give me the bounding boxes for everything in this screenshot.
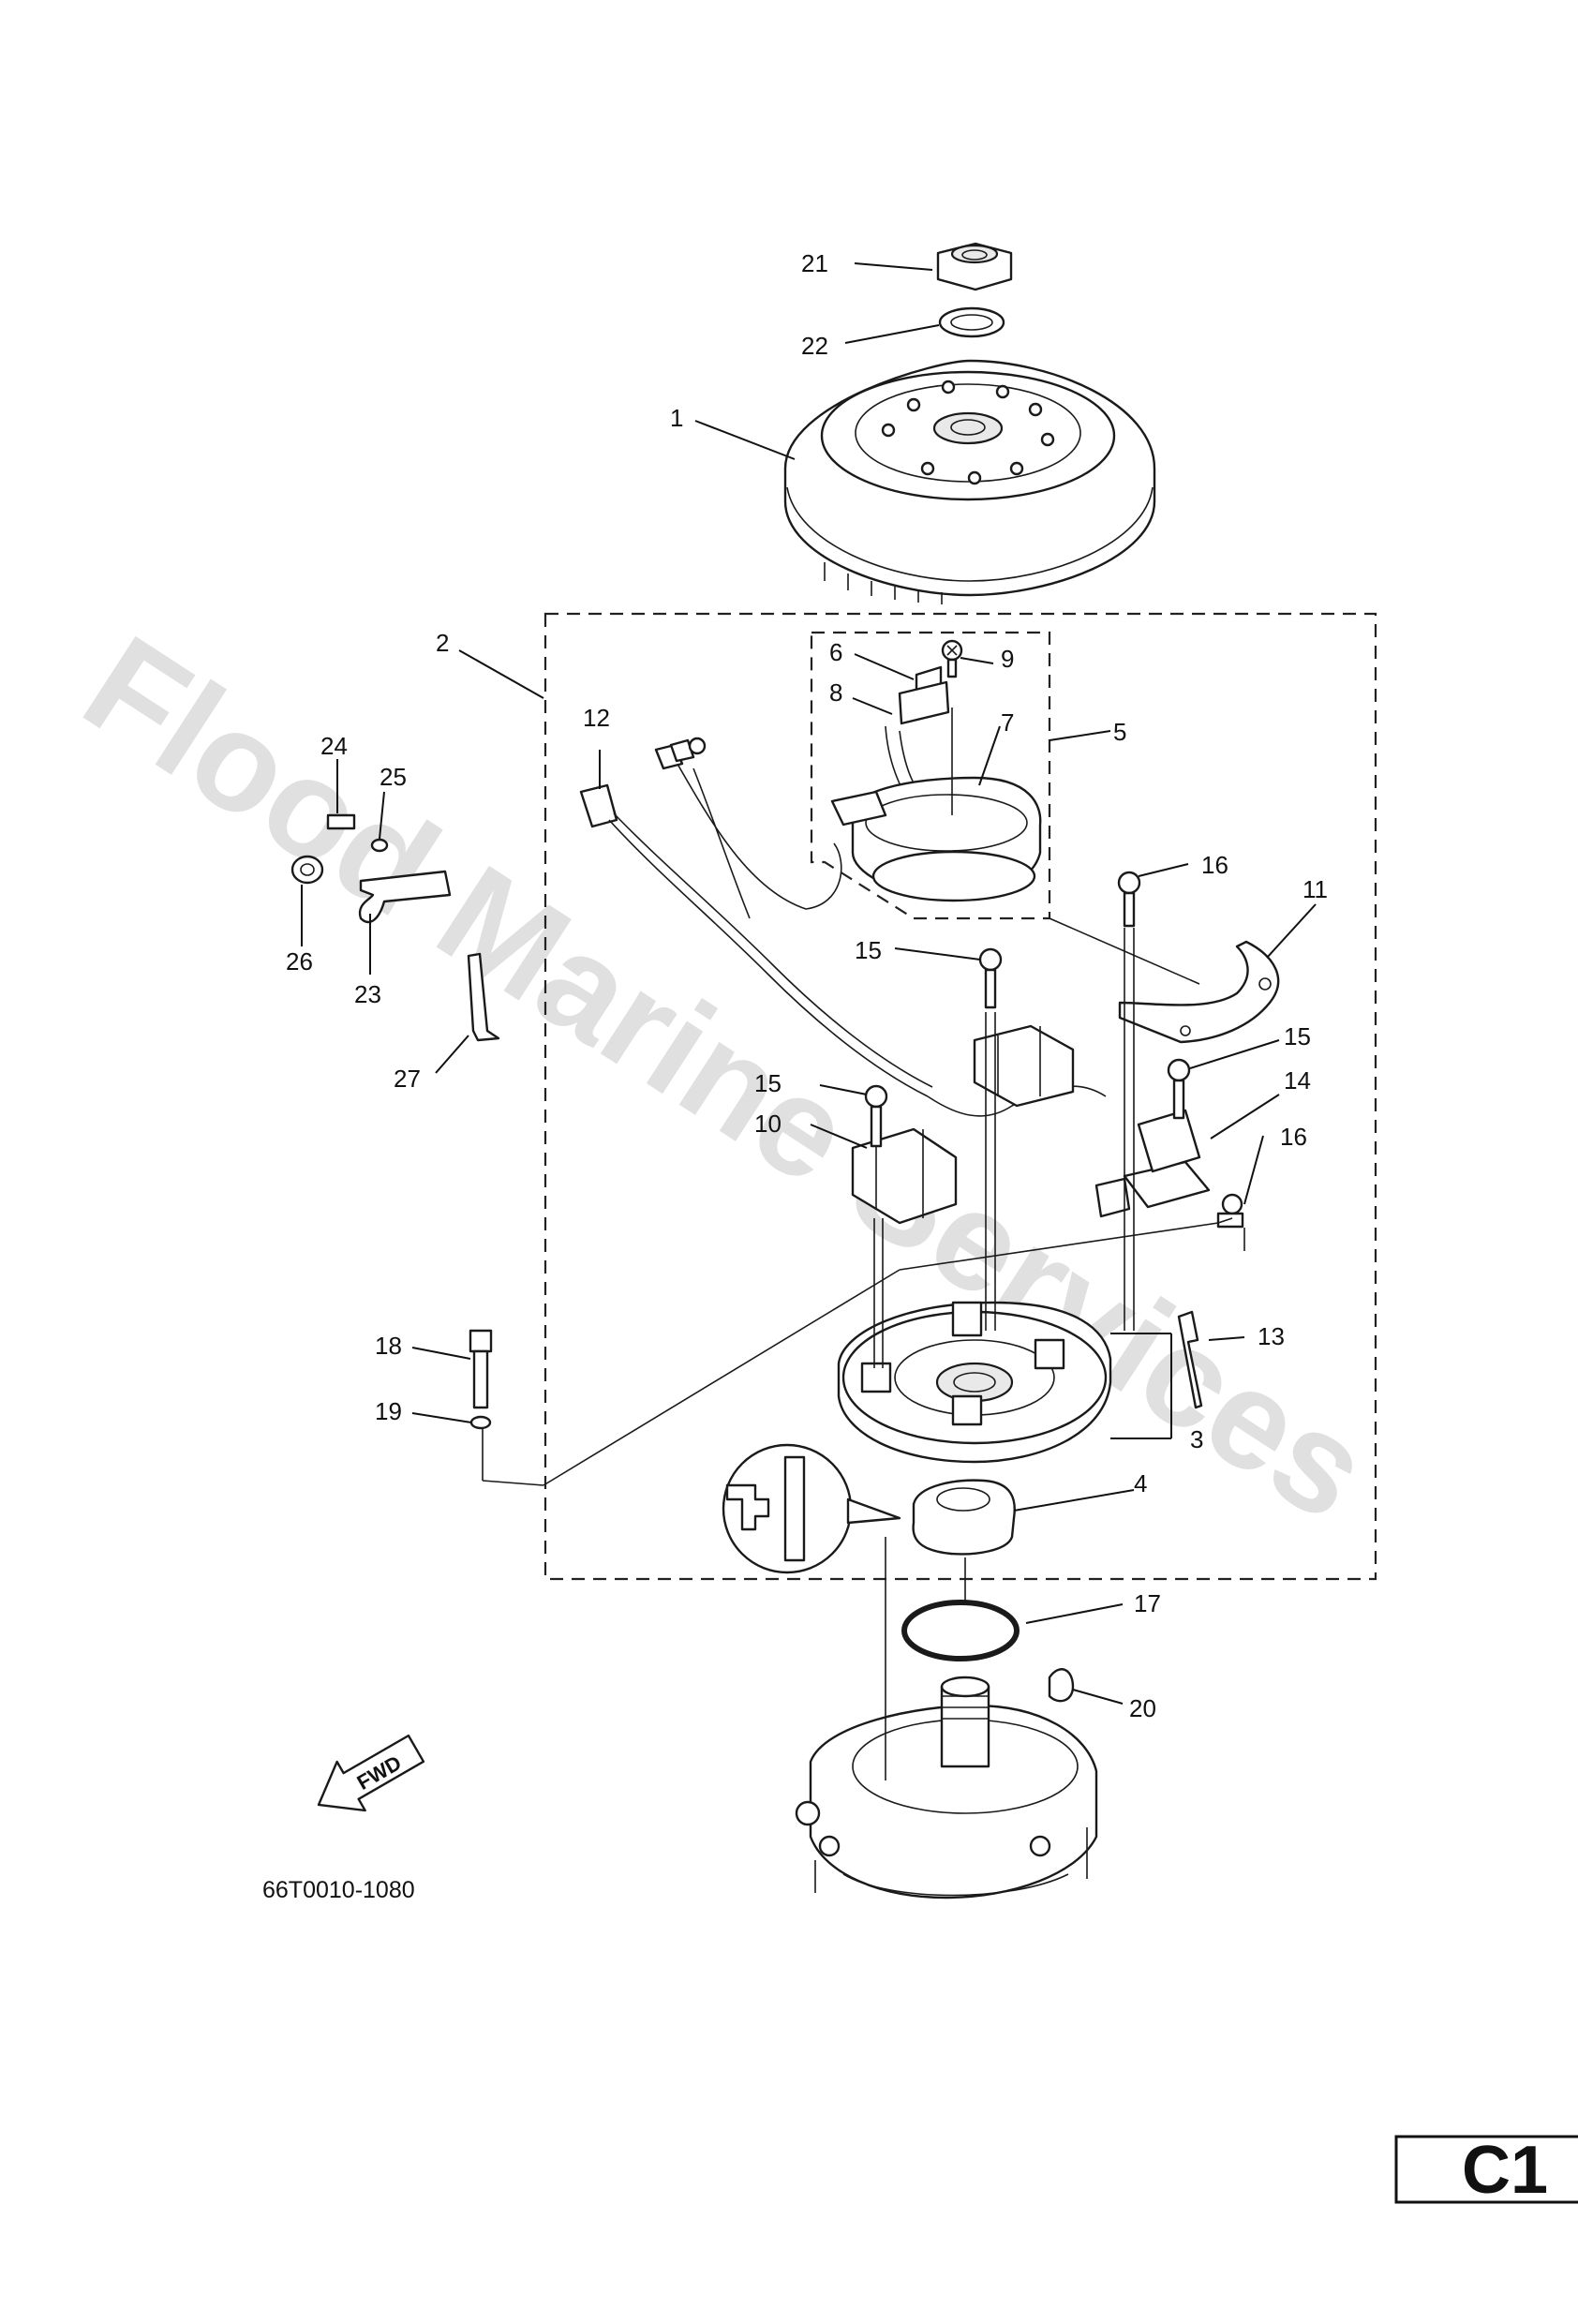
screw-part-16-upper[interactable] bbox=[1117, 871, 1141, 928]
flywheel-nut-part[interactable] bbox=[936, 242, 1013, 291]
wire-harness-part[interactable] bbox=[579, 737, 1107, 1117]
grease-indicator-icon bbox=[722, 1443, 901, 1574]
callout-23: 23 bbox=[354, 980, 381, 1008]
callout-17: 17 bbox=[1134, 1589, 1161, 1617]
callout-26: 26 bbox=[286, 947, 313, 976]
callout-7: 7 bbox=[1001, 708, 1014, 737]
clip-part-23[interactable] bbox=[358, 870, 452, 924]
drawing-number: 66T0010-1080 bbox=[262, 1877, 415, 1903]
lighting-coil-part-10[interactable] bbox=[851, 1127, 958, 1225]
tie-part-27[interactable] bbox=[467, 952, 500, 1042]
callout-14: 14 bbox=[1284, 1066, 1311, 1095]
grommet-part-26[interactable] bbox=[290, 855, 324, 885]
callout-21: 21 bbox=[801, 249, 828, 277]
callout-6: 6 bbox=[829, 638, 842, 666]
callout-18: 18 bbox=[375, 1332, 402, 1360]
callout-labels: 21 22 1 2 3 4 5 6 7 8 9 10 11 12 13 14 1… bbox=[286, 249, 1328, 1722]
screw-part-15-upper[interactable] bbox=[978, 947, 1003, 1009]
callout-15-right: 15 bbox=[1284, 1022, 1311, 1050]
screw-part-15-left[interactable] bbox=[864, 1084, 888, 1148]
screw-part-16-lower[interactable] bbox=[1216, 1193, 1244, 1229]
tie-part-13[interactable] bbox=[1177, 1310, 1203, 1409]
callout-15-left: 15 bbox=[754, 1069, 782, 1097]
callout-9: 9 bbox=[1001, 645, 1014, 673]
charge-coil-upper[interactable] bbox=[973, 1024, 1075, 1108]
callout-22: 22 bbox=[801, 332, 828, 360]
flywheel-part[interactable] bbox=[783, 359, 1156, 604]
oil-seal-part-4[interactable] bbox=[912, 1479, 1016, 1556]
bracket-part-11[interactable] bbox=[1118, 940, 1280, 1044]
callout-24: 24 bbox=[320, 732, 348, 760]
screw-part-24[interactable] bbox=[326, 813, 356, 830]
base-plate-part-3[interactable] bbox=[837, 928, 1135, 1464]
washer-part-19[interactable] bbox=[469, 1415, 492, 1430]
callout-1: 1 bbox=[670, 404, 683, 432]
callout-8: 8 bbox=[829, 678, 842, 707]
leader-lines bbox=[301, 262, 1317, 1780]
callout-2: 2 bbox=[436, 629, 449, 657]
callout-16-upper: 16 bbox=[1201, 851, 1228, 879]
callout-20: 20 bbox=[1129, 1694, 1156, 1722]
page-code-box: C1 bbox=[1394, 2133, 1578, 2208]
screw-part-15-right[interactable] bbox=[1167, 1058, 1191, 1120]
woodruff-key-part-20[interactable] bbox=[1048, 1668, 1075, 1703]
pulser-coil-part[interactable] bbox=[830, 665, 1042, 902]
callout-27: 27 bbox=[394, 1065, 421, 1093]
page-code: C1 bbox=[1462, 2133, 1548, 2208]
washer-part-25[interactable] bbox=[370, 838, 389, 853]
callout-19: 19 bbox=[375, 1397, 402, 1425]
callout-3: 3 bbox=[1190, 1425, 1203, 1453]
screw-part-9[interactable] bbox=[941, 639, 963, 678]
callout-15-upper: 15 bbox=[855, 936, 882, 964]
callout-5: 5 bbox=[1113, 718, 1126, 746]
bolt-part-18[interactable] bbox=[469, 1329, 493, 1409]
callout-11: 11 bbox=[1303, 875, 1328, 903]
o-ring-part-17[interactable] bbox=[901, 1600, 1020, 1661]
crankcase-part bbox=[795, 1676, 1098, 1899]
fwd-arrow-icon: FWD bbox=[317, 1734, 425, 1812]
pulser-coil-dashed-box bbox=[810, 631, 1051, 920]
callout-4: 4 bbox=[1134, 1469, 1147, 1497]
stator-assembly-dashed-box bbox=[543, 612, 1377, 1581]
callout-13: 13 bbox=[1258, 1322, 1285, 1350]
callout-12: 12 bbox=[583, 704, 610, 732]
callout-10: 10 bbox=[754, 1110, 782, 1138]
charge-coil-part-14[interactable] bbox=[1094, 1109, 1211, 1218]
callout-25: 25 bbox=[380, 763, 407, 791]
callout-16-lower: 16 bbox=[1280, 1123, 1307, 1151]
washer-part[interactable] bbox=[938, 306, 1005, 338]
